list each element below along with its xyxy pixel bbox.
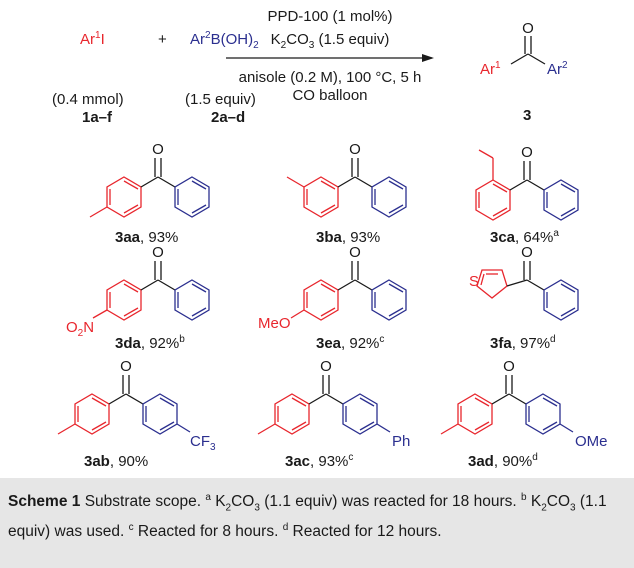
compound-label-3ab: 3ab, 90% [84, 453, 148, 470]
structure-3ea: O MeO [258, 244, 407, 332]
structure-3ad: O OMe [440, 358, 608, 450]
reaction-equation: Ar1I + Ar2B(OH)2 (0.4 mmol) 1a–f (1.5 eq… [52, 8, 568, 126]
svg-text:O: O [521, 244, 533, 261]
svg-text:Ar2: Ar2 [547, 60, 568, 78]
structure-3ac: O Ph [257, 358, 410, 450]
compound-label-3da: 3da, 92%b [115, 334, 185, 352]
svg-text:Ph: Ph [392, 433, 410, 450]
svg-text:O: O [503, 358, 515, 375]
compound-label-3ac: 3ac, 93%c [285, 452, 353, 470]
reagent-ar2-boronic-acid: Ar2B(OH)2 [190, 30, 259, 51]
structure-3da: O O2N [66, 244, 210, 339]
condition-atmosphere: CO balloon [292, 87, 367, 104]
compound-label-3aa: 3aa, 93% [115, 229, 178, 246]
structure-3ba: O [286, 141, 407, 218]
condition-catalyst: PPD-100 (1 mol%) [267, 8, 392, 25]
compound-label-3ca: 3ca, 64%a [490, 228, 559, 246]
svg-text:O2N: O2N [66, 319, 94, 339]
svg-text:MeO: MeO [258, 315, 291, 332]
svg-text:O: O [349, 244, 361, 261]
structure-3ab: O CF3 [57, 358, 216, 453]
svg-text:O: O [152, 244, 164, 261]
svg-text:O: O [349, 141, 361, 158]
compound-label-3ad: 3ad, 90%d [468, 452, 538, 470]
svg-text:OMe: OMe [575, 433, 608, 450]
scheme-caption: Scheme 1 Substrate scope. a K2CO3 (1.1 e… [0, 478, 634, 568]
svg-text:CF3: CF3 [190, 433, 216, 453]
condition-base: K2CO3 (1.5 equiv) [271, 31, 390, 51]
product-label: 3 [523, 107, 531, 124]
condition-solvent: anisole (0.2 M), 100 °C, 5 h [239, 69, 422, 86]
caption-title: Scheme 1 [8, 493, 81, 511]
reagent1-amount: (0.4 mmol) [52, 91, 124, 108]
svg-text:O: O [522, 20, 534, 37]
product-general-structure: O Ar1 Ar2 [480, 20, 568, 78]
svg-text:O: O [521, 144, 533, 161]
structure-3fa: O S [469, 244, 579, 321]
svg-text:Ar1: Ar1 [480, 60, 501, 78]
structure-3ca: O [475, 144, 579, 221]
reagent2-label: 2a–d [211, 109, 245, 126]
svg-text:S: S [469, 273, 479, 290]
svg-text:O: O [320, 358, 332, 375]
svg-text:O: O [120, 358, 132, 375]
compound-label-3fa: 3fa, 97%d [490, 334, 556, 352]
svg-text:O: O [152, 141, 164, 158]
structure-3aa: O [89, 141, 210, 218]
compound-label-3ba: 3ba, 93% [316, 229, 380, 246]
plus-sign: + [158, 31, 167, 48]
reagent1-label: 1a–f [82, 109, 113, 126]
reagent2-amount: (1.5 equiv) [185, 91, 256, 108]
reagent-ar1i: Ar1I [80, 30, 105, 48]
reaction-arrow-head [422, 54, 434, 62]
compound-label-3ea: 3ea, 92%c [316, 334, 384, 352]
